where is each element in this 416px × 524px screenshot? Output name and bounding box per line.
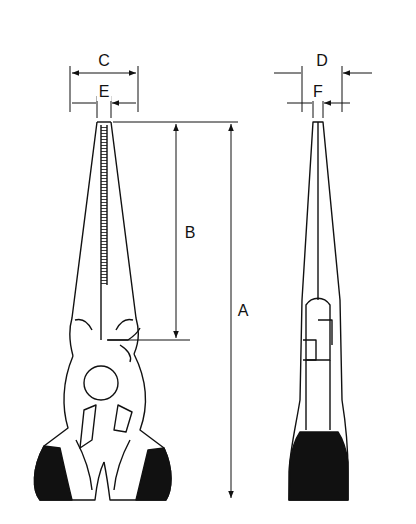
d-dimension — [274, 73, 372, 74]
left-grip — [34, 446, 72, 500]
e-dimension — [72, 103, 136, 104]
jaw-tip — [97, 121, 111, 122]
jaw-shoulder — [75, 319, 133, 330]
c-dimension — [72, 73, 136, 74]
side-grip — [289, 432, 348, 500]
dimension-lines — [70, 66, 372, 498]
side-center — [317, 122, 318, 300]
side-outline — [289, 122, 348, 500]
serrations — [101, 125, 107, 285]
front-view — [34, 122, 171, 500]
right-grip — [136, 448, 171, 500]
pivot — [84, 366, 118, 400]
side-handles — [306, 360, 330, 430]
side-joint — [303, 320, 332, 360]
side-pivot — [306, 298, 330, 360]
dimension-label: D — [314, 52, 330, 70]
side-view — [289, 122, 348, 500]
a-b-extension — [108, 122, 238, 340]
right-jaw — [111, 122, 138, 354]
a-dimension — [231, 124, 232, 498]
d-extension — [302, 66, 342, 112]
b-dimension — [176, 124, 177, 338]
dimension-label: B — [183, 224, 198, 242]
dimension-label: E — [97, 83, 112, 101]
c-extension — [70, 66, 138, 112]
dimension-label: F — [311, 83, 325, 101]
f-dimension — [287, 103, 350, 104]
dimension-label: C — [96, 52, 112, 70]
dimension-label: A — [236, 302, 251, 320]
handle-openings — [80, 405, 132, 448]
handle-edge — [76, 440, 130, 490]
jaw-gap — [101, 125, 107, 340]
